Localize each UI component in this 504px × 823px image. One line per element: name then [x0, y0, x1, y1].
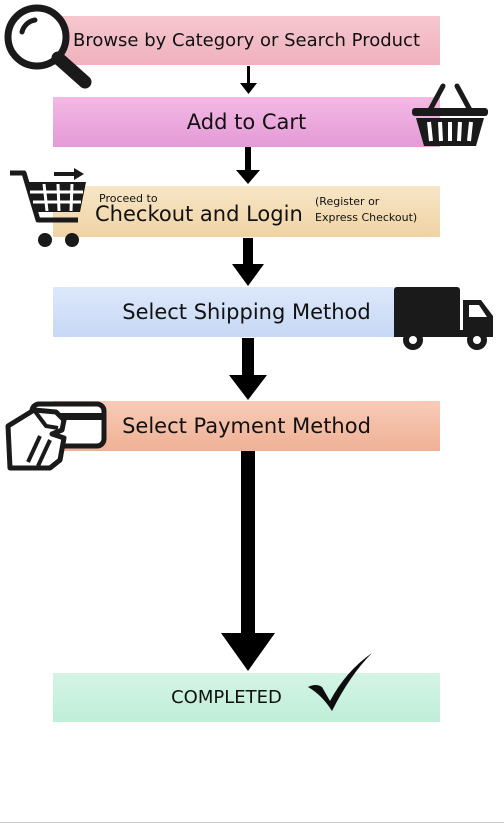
step-payment: Select Payment Method	[53, 401, 440, 451]
step-completed: COMPLETED	[53, 673, 440, 722]
basket-icon	[412, 83, 488, 146]
step-checkout-pre-label: Proceed to	[99, 192, 158, 205]
truck-icon	[394, 287, 493, 350]
arrowhead-2	[236, 170, 260, 184]
step-cart-label: Add to Cart	[186, 110, 307, 134]
step-checkout: Proceed to Checkout and Login (Register …	[53, 186, 440, 237]
step-checkout-note: (Register or Express Checkout)	[315, 194, 417, 226]
step-browse-label: Browse by Category or Search Product	[72, 30, 421, 51]
step-add-to-cart: Add to Cart	[53, 97, 440, 147]
step-checkout-note-line2: Express Checkout)	[315, 211, 418, 224]
arrowhead-5	[221, 633, 275, 671]
shopping-cart-icon	[10, 168, 86, 247]
checkmark-icon	[308, 653, 372, 711]
arrowhead-3	[232, 264, 264, 286]
step-browse: Browse by Category or Search Product	[53, 16, 440, 65]
arrow-shipping-to-payment	[242, 338, 254, 376]
arrow-cart-to-checkout	[245, 147, 251, 171]
arrow-checkout-to-shipping	[243, 238, 253, 265]
step-checkout-label: Checkout and Login	[95, 202, 303, 226]
step-shipping-label: Select Shipping Method	[122, 300, 371, 324]
credit-card-hand-icon	[5, 401, 107, 471]
step-completed-label: COMPLETED	[171, 687, 282, 708]
arrow-payment-to-completed	[241, 451, 255, 635]
step-shipping: Select Shipping Method	[53, 287, 440, 337]
arrowhead-4	[229, 375, 267, 400]
arrowhead-1	[240, 83, 257, 94]
step-checkout-note-line1: (Register or	[315, 195, 380, 208]
step-payment-label: Select Payment Method	[122, 414, 371, 438]
magnifier-icon	[4, 4, 92, 89]
arrow-browse-to-cart	[247, 66, 250, 84]
